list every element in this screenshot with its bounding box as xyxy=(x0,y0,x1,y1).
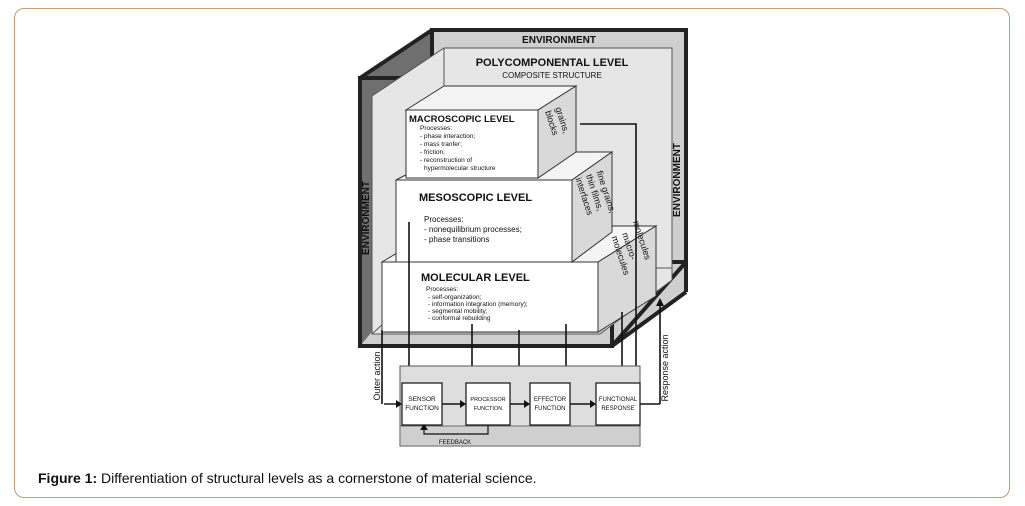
molecular-title: MOLECULAR LEVEL xyxy=(421,272,530,284)
figure-caption-text: Differentiation of structural levels as … xyxy=(97,470,537,486)
response-action-label: Response action xyxy=(660,334,670,401)
feedback-label: FEEDBACK xyxy=(439,440,471,446)
molecular-process-list: - self-organization; - information integ… xyxy=(428,294,528,322)
macroscopic-process: - reconstruction of xyxy=(420,157,472,164)
macroscopic-block xyxy=(404,85,578,179)
macroscopic-processes-head: Processes: xyxy=(420,125,452,132)
outer-action-label: Outer action xyxy=(372,351,382,400)
processor-label: FUNCTION xyxy=(474,406,502,412)
environment-left-label: ENVIRONMENT xyxy=(361,181,372,255)
molecular-process: - self-organization; xyxy=(428,294,482,301)
feedback-loop xyxy=(420,424,489,435)
macroscopic-process: hypermolecular structure xyxy=(424,165,496,172)
functional-response-box: FUNCTIONAL RESPONSE xyxy=(595,382,641,426)
effector-label: FUNCTION xyxy=(535,406,566,412)
macroscopic-process-list: - phase interaction; - mass tranfer; - f… xyxy=(420,133,496,172)
processor-label: PROCESSOR xyxy=(470,397,505,403)
composite-structure-subtitle: COMPOSITE STRUCTURE xyxy=(502,71,602,80)
effector-function-box: EFFECTOR FUNCTION xyxy=(529,382,571,426)
molecular-processes-head: Processes: xyxy=(426,286,458,293)
molecular-process: - information integration (memory); xyxy=(428,301,528,308)
macroscopic-process: - friction; xyxy=(420,149,445,156)
response-label: FUNCTIONAL xyxy=(599,397,638,403)
mesoscopic-process: - phase transitions xyxy=(424,235,489,244)
figure-caption-label: Figure 1: xyxy=(38,470,98,486)
mesoscopic-title: MESOSCOPIC LEVEL xyxy=(419,192,532,204)
molecular-process: - segmental mobility; xyxy=(428,308,488,315)
environment-top-label: ENVIRONMENT xyxy=(522,35,596,46)
response-label: RESPONSE xyxy=(601,406,634,412)
mesoscopic-process: - nonequilibrium processes; xyxy=(424,225,522,234)
effector-label: EFFECTOR xyxy=(534,397,567,403)
molecular-process: - conformal rebuilding xyxy=(428,315,491,322)
figure-caption: Figure 1: Differentiation of structural … xyxy=(38,470,537,486)
macroscopic-title: MACROSCOPIC LEVEL xyxy=(409,114,515,125)
response-arrow-head xyxy=(656,298,664,306)
polycomponental-title: POLYCOMPONENTAL LEVEL xyxy=(476,57,629,69)
environment-right-label: ENVIRONMENT xyxy=(672,143,683,217)
processor-function-box: PROCESSOR FUNCTION xyxy=(465,382,511,426)
macroscopic-process: - phase interaction; xyxy=(420,133,475,140)
chain-arrows xyxy=(384,400,660,408)
mesoscopic-processes-head: Processes: xyxy=(424,215,464,224)
sensor-label: SENSOR xyxy=(408,396,436,403)
macroscopic-process: - mass tranfer; xyxy=(420,141,462,148)
sensor-label: FUNCTION xyxy=(405,405,439,412)
sensor-function-box: SENSOR FUNCTION xyxy=(401,382,443,426)
